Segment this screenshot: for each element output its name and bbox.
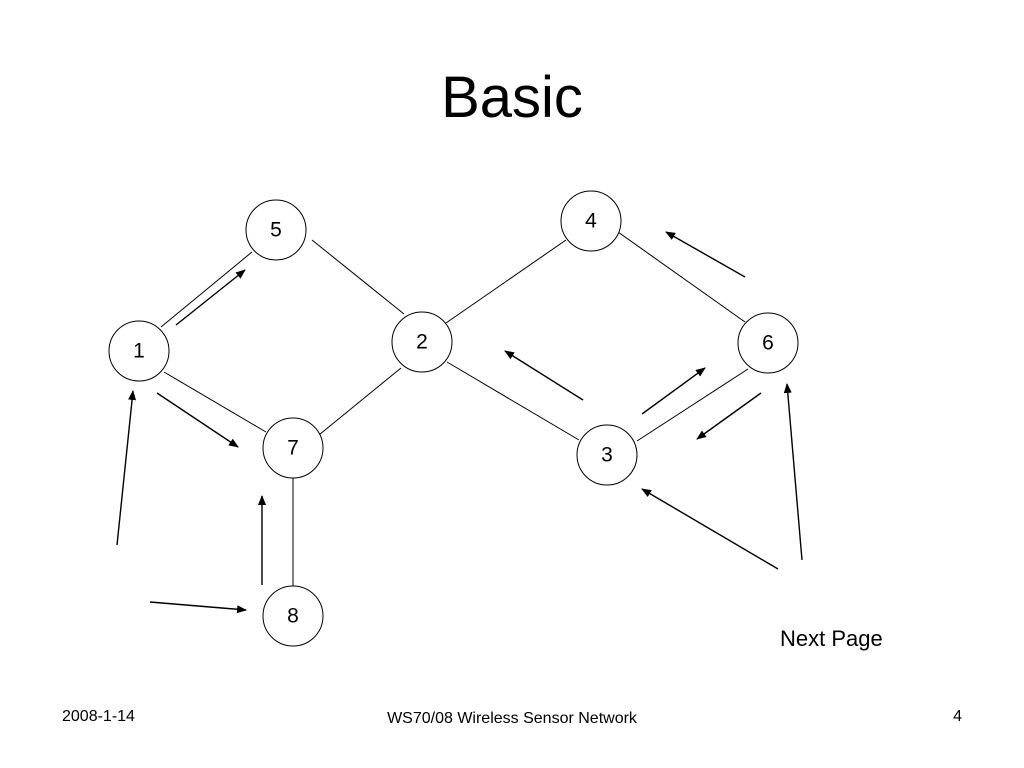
node-6: 6 bbox=[737, 312, 799, 374]
arrow-source-to-3 bbox=[641, 488, 779, 570]
node-3-label: 3 bbox=[601, 444, 613, 467]
node-6-label: 6 bbox=[762, 332, 774, 355]
edge-4-6 bbox=[617, 231, 746, 323]
node-5: 5 bbox=[245, 199, 307, 261]
footer-date: 2008-1-14 bbox=[62, 708, 135, 725]
node-5-label: 5 bbox=[270, 219, 282, 242]
arrow-3-to-2 bbox=[504, 350, 584, 401]
node-2-label: 2 bbox=[416, 331, 428, 354]
edge-2-4 bbox=[445, 239, 567, 324]
arrow-1-to-5 bbox=[175, 269, 246, 326]
edges bbox=[160, 231, 749, 586]
next-page-link[interactable]: Next Page bbox=[780, 626, 883, 651]
slide-title: Basic bbox=[441, 65, 583, 130]
edge-2-3 bbox=[446, 361, 580, 441]
node-8-label: 8 bbox=[287, 605, 299, 628]
arrow-source-to-1 bbox=[116, 390, 137, 546]
arrow-source-to-6 bbox=[783, 383, 803, 561]
arrow-6-to-4 bbox=[665, 231, 746, 278]
arrow-1-to-7 bbox=[156, 392, 239, 448]
arrow-source-to-8 bbox=[149, 601, 247, 614]
node-7: 7 bbox=[262, 417, 324, 479]
node-2: 2 bbox=[391, 311, 453, 373]
nodes: 1 2 3 4 5 6 7 8 bbox=[108, 190, 799, 647]
edge-5-2 bbox=[311, 239, 405, 315]
node-4-label: 4 bbox=[585, 210, 597, 233]
node-4: 4 bbox=[560, 190, 622, 252]
node-8: 8 bbox=[262, 585, 324, 647]
node-1: 1 bbox=[108, 320, 170, 382]
edge-3-6 bbox=[636, 368, 749, 442]
edge-1-5 bbox=[160, 251, 253, 328]
arrow-6-to-3 bbox=[696, 392, 762, 440]
arrows bbox=[116, 231, 803, 614]
node-3: 3 bbox=[576, 424, 638, 486]
edge-1-7 bbox=[163, 371, 267, 433]
edge-7-2 bbox=[313, 367, 402, 440]
node-1-label: 1 bbox=[133, 340, 145, 363]
arrow-3-to-6 bbox=[641, 367, 706, 415]
footer-course-title: WS70/08 Wireless Sensor Network bbox=[387, 710, 637, 727]
footer-page-number: 4 bbox=[953, 708, 962, 725]
node-7-label: 7 bbox=[287, 437, 299, 460]
